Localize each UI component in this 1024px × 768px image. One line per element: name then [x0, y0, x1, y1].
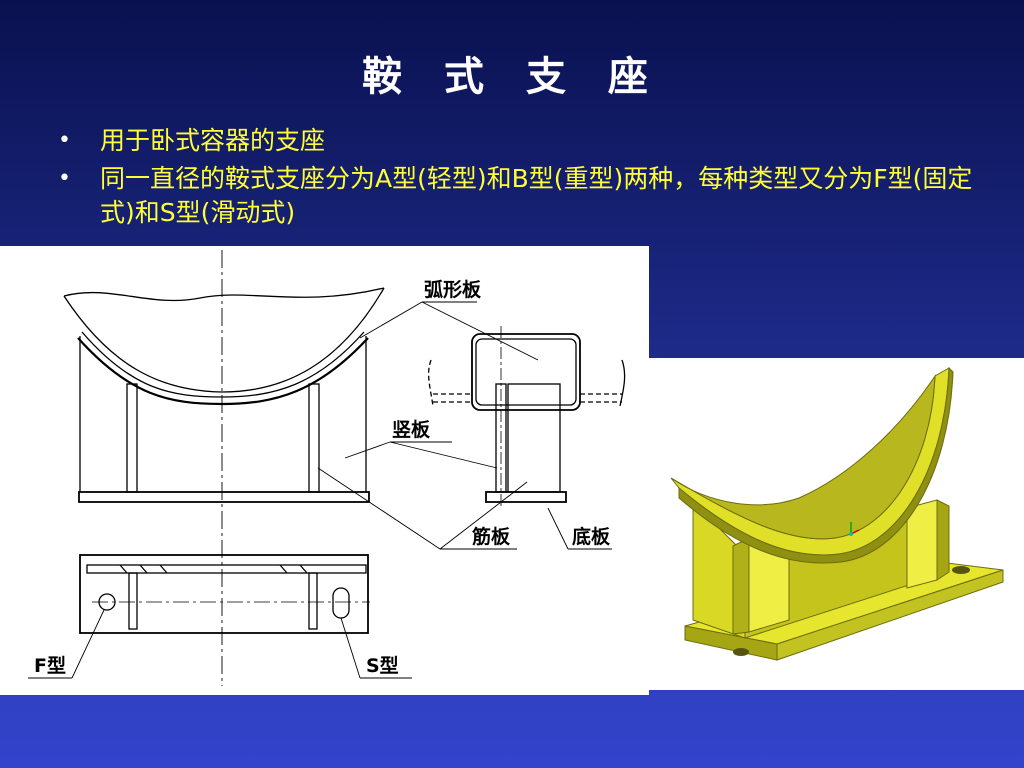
- render-arc-plate-edge: [678, 366, 954, 564]
- saddle-drawing-svg: 弧形板 竖板 筋板 底板 F型 S型: [28, 250, 626, 686]
- label-s-type: S型: [366, 654, 399, 677]
- side-view-arc-plate-inner: [475, 338, 577, 406]
- side-view-arc-plate: [471, 333, 581, 411]
- render-rib-left: [732, 537, 750, 635]
- bullet-list: • 用于卧式容器的支座 • 同一直径的鞍式支座分为A型(轻型)和B型(重型)两种，每…: [56, 124, 976, 234]
- slide-title: 鞍 式 支 座: [362, 54, 662, 100]
- plan-hatch: [159, 564, 168, 574]
- bullet-item: • 同一直径的鞍式支座分为A型(轻型)和B型(重型)两种，每种类型又分为F型(固定…: [56, 162, 976, 230]
- side-view-rib: [507, 383, 561, 493]
- bullet-text: 用于卧式容器的支座: [100, 126, 326, 155]
- side-view-vessel-right: [619, 359, 626, 407]
- vessel-shell: [63, 287, 385, 393]
- render-bolt-hole: [733, 648, 749, 656]
- plan-hatch: [279, 564, 288, 574]
- s-type-slot-hole: [332, 587, 350, 619]
- plan-hatch: [119, 564, 128, 574]
- saddle-3d-render: [649, 358, 1024, 690]
- leader-line: [389, 441, 498, 469]
- side-view-vessel-left: [427, 359, 434, 407]
- leader-line: [547, 507, 569, 550]
- arc-plate-inner: [81, 331, 365, 398]
- leader-line: [71, 609, 105, 679]
- render-base-side: [776, 569, 1004, 661]
- label-arc-plate: 弧形板: [424, 278, 482, 301]
- arc-plate: [77, 337, 369, 406]
- render-bolt-hole: [952, 566, 970, 574]
- plan-rib-right: [308, 572, 318, 630]
- plan-view-outline: [79, 554, 369, 634]
- plan-rib-left: [128, 572, 138, 630]
- saddle-3d-svg: [670, 366, 1004, 661]
- side-view-base-plate: [485, 491, 567, 503]
- render-arc-plate-inner: [670, 374, 936, 540]
- leader-line: [359, 301, 423, 339]
- label-vertical-plate: 竖板: [392, 418, 431, 441]
- render-rib-right-face: [936, 499, 950, 581]
- plan-view-web: [86, 564, 367, 574]
- plan-hatch: [299, 564, 308, 574]
- leader-line: [317, 467, 441, 550]
- bullet-dot-icon: •: [58, 128, 71, 153]
- bullet-dot-icon: •: [58, 166, 71, 191]
- leader-line: [340, 617, 361, 679]
- leader-line: [439, 481, 528, 550]
- label-rib-plate: 筋板: [472, 525, 511, 548]
- vessel-break-line: [63, 287, 385, 302]
- right-rib: [308, 383, 320, 493]
- bullet-item: • 用于卧式容器的支座: [56, 124, 976, 158]
- plan-hatch: [139, 564, 148, 574]
- engineering-drawing: 弧形板 竖板 筋板 底板 F型 S型: [0, 246, 649, 695]
- leader-line: [344, 441, 391, 459]
- axis-triad-icon: [849, 522, 860, 536]
- label-f-type: F型: [34, 654, 66, 677]
- left-rib: [126, 383, 138, 493]
- bullet-text: 同一直径的鞍式支座分为A型(轻型)和B型(重型)两种，每种类型又分为F型(固定式…: [100, 164, 973, 227]
- leader-line: [421, 301, 539, 361]
- base-plate-front: [78, 491, 370, 503]
- label-base-plate: 底板: [572, 525, 611, 548]
